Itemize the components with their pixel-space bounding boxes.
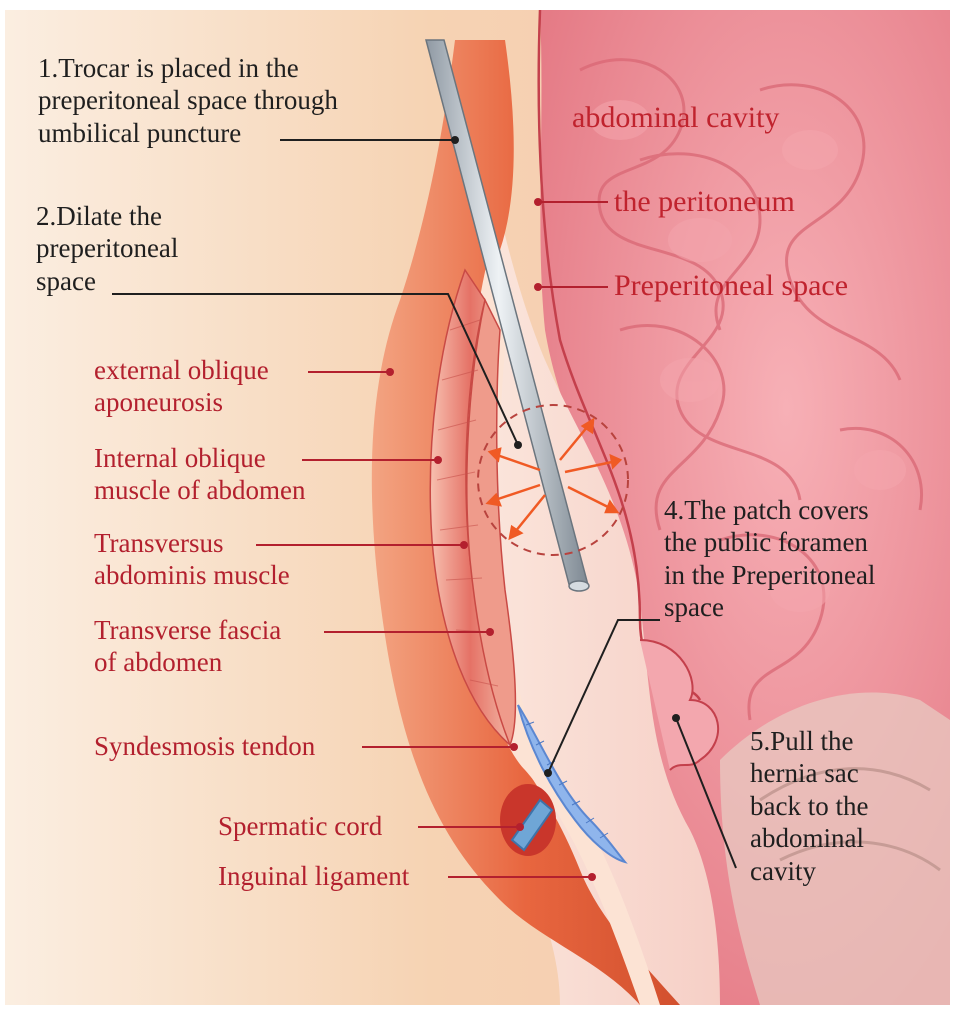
peritoneum-label: the peritoneum bbox=[614, 184, 795, 220]
step-1-trocar-label: 1.Trocar is placed in the preperitoneal … bbox=[38, 52, 338, 149]
spermatic-cord-label: Spermatic cord bbox=[218, 810, 382, 842]
abdominal-cavity-label: abdominal cavity bbox=[572, 100, 779, 136]
inguinal-ligament-label: Inguinal ligament bbox=[218, 860, 409, 892]
transversus-label: Transversus abdominis muscle bbox=[94, 527, 290, 592]
preperitoneal-space-label: Preperitoneal space bbox=[614, 268, 848, 304]
external-oblique-label: external oblique aponeurosis bbox=[94, 354, 269, 419]
syndesmosis-label: Syndesmosis tendon bbox=[94, 730, 315, 762]
step-5-pull-label: 5.Pull the hernia sac back to the abdomi… bbox=[750, 725, 868, 887]
internal-oblique-label: Internal oblique muscle of abdomen bbox=[94, 442, 305, 507]
transverse-fascia-label: Transverse fascia of abdomen bbox=[94, 614, 281, 679]
step-4-patch-label: 4.The patch covers the public foramen in… bbox=[664, 494, 875, 624]
step-2-dilate-label: 2.Dilate the preperitoneal space bbox=[36, 200, 178, 297]
